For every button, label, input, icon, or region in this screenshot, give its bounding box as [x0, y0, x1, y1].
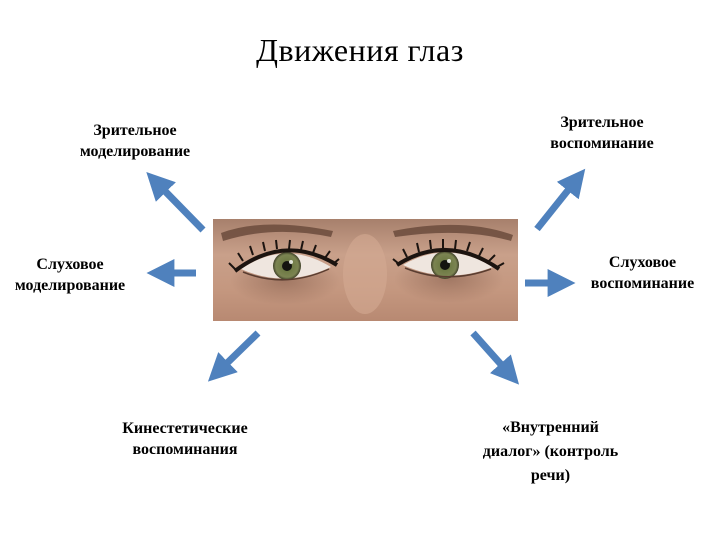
page-title: Движения глаз: [256, 32, 464, 68]
arrow-icon-down-right: [470, 330, 520, 385]
arrow-icon-up-right: [534, 168, 586, 232]
label-auditory-recall: Слуховое воспоминание: [590, 254, 695, 292]
arrow-icon-down-left: [207, 330, 261, 382]
eyes-photo: [213, 219, 518, 321]
label-auditory-construct: Слуховое моделирование: [14, 256, 126, 294]
label-visual-construct: Зрительное моделирование: [79, 122, 191, 160]
label-visual-recall: Зрительное воспоминание: [550, 114, 654, 152]
arrow-icon-up-left: [146, 171, 206, 233]
label-kinesthetic: Кинестетические воспоминания: [122, 420, 248, 458]
label-internal-dialogue: «Внутренний диалог» (контроль речи): [482, 419, 619, 484]
